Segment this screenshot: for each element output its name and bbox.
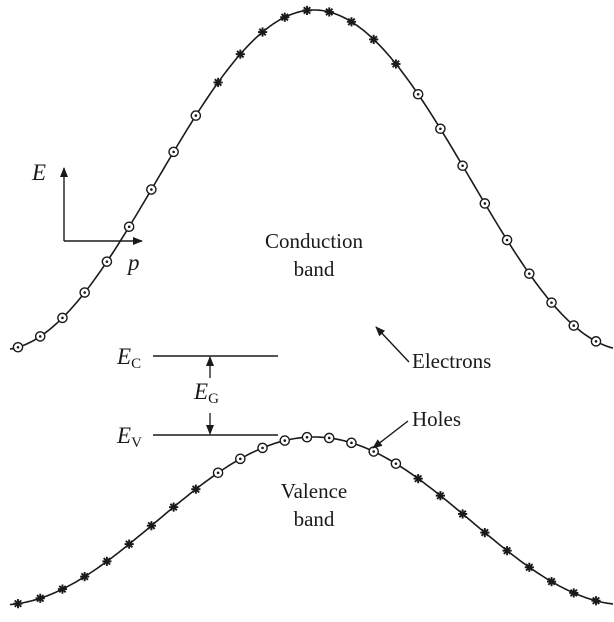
filled-state-marker <box>80 572 90 582</box>
conduction-band-markers <box>12 5 602 353</box>
ev-sub: V <box>131 435 142 451</box>
filled-state-marker <box>169 502 179 512</box>
empty-state-marker-dot <box>327 436 331 440</box>
empty-state-marker-dot <box>394 462 398 465</box>
valence-band-markers <box>13 431 601 609</box>
empty-state-marker-dot <box>239 457 242 461</box>
energy-axis-label: E <box>31 160 46 185</box>
empty-state-marker-dot <box>350 441 353 445</box>
empty-state-marker-dot <box>483 202 487 205</box>
filled-state-marker <box>524 562 534 572</box>
empty-state-marker-dot <box>461 164 464 168</box>
empty-state-marker-dot <box>194 114 198 117</box>
empty-state-marker-dot <box>572 324 576 327</box>
filled-state-marker <box>458 509 468 519</box>
filled-state-marker <box>124 539 134 549</box>
empty-state-marker-dot <box>83 291 86 294</box>
filled-state-marker <box>435 491 445 501</box>
empty-state-marker-dot <box>172 150 175 154</box>
holes-label: Holes <box>412 407 461 431</box>
filled-state-marker <box>146 521 156 531</box>
empty-state-marker-dot <box>105 260 109 263</box>
filled-state-marker <box>213 77 223 88</box>
empty-state-marker-dot <box>38 335 42 338</box>
filled-state-marker <box>502 546 512 556</box>
ec-main: E <box>116 344 131 369</box>
ec-sub: C <box>131 356 141 372</box>
ev-main: E <box>116 423 131 448</box>
filled-state-marker <box>13 599 23 609</box>
filled-state-marker <box>369 34 379 45</box>
filled-state-marker <box>413 474 423 484</box>
conduction-band-curve <box>9 9 614 350</box>
conduction-edge-label: EC <box>116 344 141 372</box>
empty-state-marker-dot <box>550 301 553 304</box>
empty-state-marker-dot <box>127 225 131 229</box>
filled-state-marker <box>324 7 334 17</box>
valence-edge-label: EV <box>116 423 142 451</box>
filled-state-marker <box>102 556 112 566</box>
filled-state-marker <box>57 584 68 594</box>
empty-state-marker-dot <box>216 471 220 475</box>
valence-band-label-line1: Valence <box>281 479 347 503</box>
empty-state-marker-dot <box>416 92 420 96</box>
filled-state-marker <box>546 577 557 587</box>
empty-state-marker-dot <box>16 345 20 349</box>
empty-state-marker-dot <box>305 435 309 439</box>
filled-state-marker <box>280 12 290 22</box>
momentum-axis-label: p <box>126 250 140 275</box>
eg-main: E <box>193 379 208 404</box>
filled-state-marker <box>35 593 45 603</box>
empty-state-marker-dot <box>261 446 264 450</box>
empty-state-marker-dot <box>528 272 531 275</box>
filled-state-marker <box>569 588 579 598</box>
conduction-band-label-line1: Conduction <box>265 229 363 253</box>
conduction-band-label-line2: band <box>294 257 335 281</box>
filled-state-marker <box>257 27 268 37</box>
axes-indicator: E p <box>31 160 143 275</box>
empty-state-marker-dot <box>150 188 153 191</box>
filled-state-marker <box>480 528 490 538</box>
band-gap-label: EG <box>193 379 219 407</box>
filled-state-marker <box>591 596 601 606</box>
filled-state-marker <box>391 59 401 69</box>
empty-state-marker-dot <box>61 316 64 320</box>
eg-sub: G <box>208 391 219 407</box>
empty-state-marker-dot <box>439 127 442 131</box>
holes-pointer <box>372 420 409 449</box>
empty-state-marker-dot <box>594 340 598 343</box>
filled-state-marker <box>346 17 357 27</box>
electrons-label: Electrons <box>412 349 491 373</box>
empty-state-marker-dot <box>505 238 509 242</box>
filled-state-marker <box>302 5 312 16</box>
empty-state-marker-dot <box>283 439 287 442</box>
empty-state-marker-dot <box>372 450 375 453</box>
filled-state-marker <box>235 49 245 59</box>
filled-state-marker <box>191 484 201 494</box>
electrons-pointer <box>375 326 410 363</box>
valence-band-label-line2: band <box>294 507 335 531</box>
